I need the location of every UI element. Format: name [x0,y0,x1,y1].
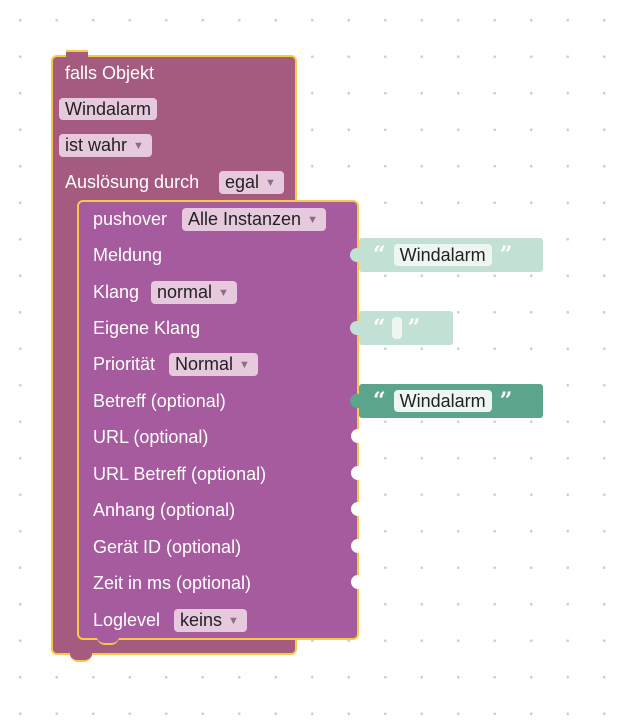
eigene-klang-label: Eigene Klang [93,318,201,338]
object-id-field[interactable]: Windalarm [59,98,158,120]
eigene-klang-text-value[interactable] [391,317,402,339]
geraet-id-label: Gerät ID (optional) [93,537,242,557]
loglevel-value: keins [180,610,223,630]
open-quote-icon: “ [373,315,386,341]
prioritaet-value: Normal [175,354,234,374]
open-quote-icon: “ [373,388,386,414]
zeit-label: Zeit in ms (optional) [93,573,252,593]
meldung-text-block[interactable]: “ Windalarm ” [359,238,543,272]
trigger-title: falls Objekt [65,63,155,83]
eigene-klang-text-block[interactable]: “ ” [359,311,453,345]
url-betreff-input-socket[interactable] [351,466,360,480]
betreff-text-plug [350,394,360,408]
pushover-block[interactable] [77,200,359,640]
klang-value: normal [157,282,213,302]
dropdown-arrow-icon: ▼ [307,214,318,226]
block-bottom-notch [70,651,92,662]
prioritaet-dropdown[interactable]: Normal ▼ [169,353,258,376]
dropdown-arrow-icon: ▼ [265,177,276,189]
instance-value: Alle Instanzen [188,209,302,229]
eigene-klang-text-plug [350,321,360,335]
prioritaet-label: Priorität [93,354,156,374]
url-label: URL (optional) [93,427,209,447]
url-input-socket[interactable] [351,429,360,443]
trigger-dropdown[interactable]: egal ▼ [219,171,284,194]
meldung-label: Meldung [93,245,163,265]
close-quote-icon: ” [499,388,513,414]
dropdown-arrow-icon: ▼ [218,287,229,299]
instance-dropdown[interactable]: Alle Instanzen ▼ [182,208,326,231]
close-quote-icon: ” [407,315,421,341]
meldung-text-plug [350,248,360,262]
trigger-label: Auslösung durch [65,172,200,192]
betreff-label: Betreff (optional) [93,391,226,411]
close-quote-icon: ” [499,242,513,268]
trigger-value: egal [225,172,260,192]
klang-dropdown[interactable]: normal ▼ [151,281,237,304]
meldung-text-value[interactable]: Windalarm [393,244,492,266]
pushover-label: pushover [93,209,168,229]
anhang-label: Anhang (optional) [93,500,236,520]
loglevel-label: Loglevel [93,610,161,630]
condition-value: ist wahr [65,135,128,155]
anhang-input-socket[interactable] [351,502,360,516]
pushover-bottom-notch [97,633,119,645]
geraet-id-input-socket[interactable] [351,539,360,553]
open-quote-icon: “ [373,242,386,268]
klang-label: Klang [93,282,140,302]
condition-dropdown[interactable]: ist wahr ▼ [59,134,152,157]
loglevel-dropdown[interactable]: keins ▼ [174,609,247,632]
betreff-text-block[interactable]: “ Windalarm ” [359,384,543,418]
dropdown-arrow-icon: ▼ [239,359,250,371]
dropdown-arrow-icon: ▼ [228,615,239,627]
url-betreff-label: URL Betreff (optional) [93,464,267,484]
dropdown-arrow-icon: ▼ [133,140,144,152]
block-top-notch [66,50,88,62]
zeit-input-socket[interactable] [351,575,360,589]
betreff-text-value[interactable]: Windalarm [393,390,492,412]
